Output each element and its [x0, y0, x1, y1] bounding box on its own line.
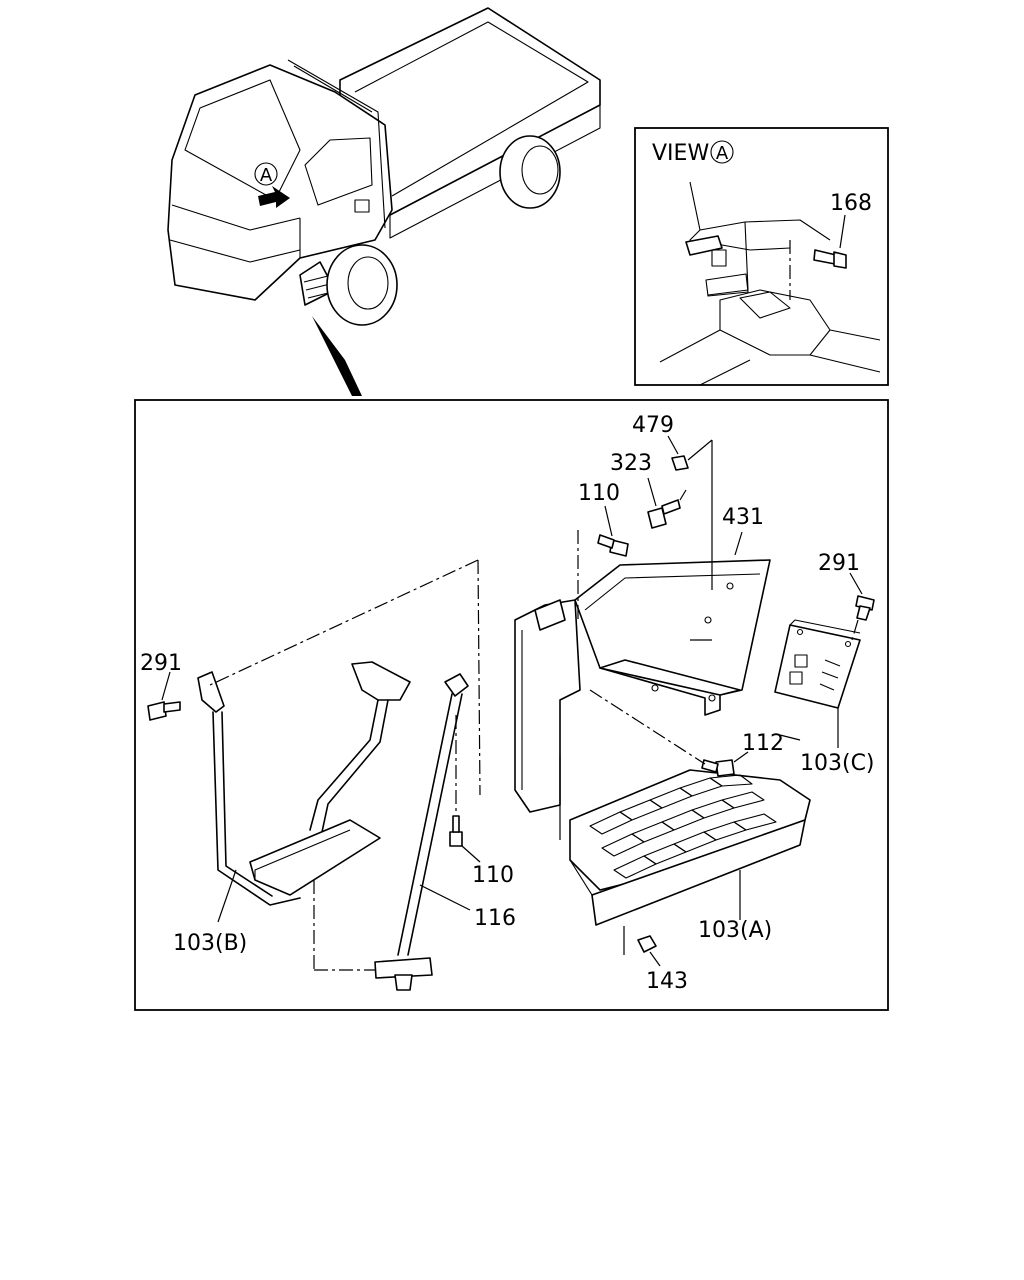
- callout-116: 116: [474, 906, 516, 931]
- truck-view-marker: A: [260, 165, 273, 186]
- bolt-291-left: 291: [140, 651, 182, 721]
- bolt-110-top: 110: [577, 481, 629, 620]
- bolt-291-right: 291: [818, 551, 875, 641]
- truck-overview: A: [167, 7, 601, 396]
- bolt-479: 479: [632, 413, 713, 471]
- view-a-title: VIEW: [652, 141, 709, 166]
- callout-168: 168: [830, 191, 872, 216]
- bolt-110-bottom: 110: [449, 715, 514, 888]
- panel-431: 431: [514, 440, 771, 813]
- callout-110-bottom: 110: [472, 863, 514, 888]
- callout-103c: 103(C): [800, 751, 875, 776]
- callout-103a: 103(A): [698, 918, 772, 943]
- bolt-112: 112: [589, 689, 801, 777]
- callout-323: 323: [610, 451, 652, 476]
- bracket-103b: 103(B): [173, 559, 481, 971]
- callout-291-right: 291: [818, 551, 860, 576]
- callout-112: 112: [742, 731, 784, 756]
- step-103a: 103(A): [559, 755, 811, 943]
- callout-110-top: 110: [578, 481, 620, 506]
- callout-431: 431: [722, 505, 764, 530]
- view-a-inset: VIEW A 168: [634, 127, 889, 386]
- callout-103b: 103(B): [173, 931, 247, 956]
- stay-116: 116: [374, 673, 516, 991]
- callout-479: 479: [632, 413, 674, 438]
- detail-box: 431 479 323 110: [134, 399, 889, 1011]
- callout-143: 143: [646, 969, 688, 994]
- nut-143: 143: [623, 926, 688, 994]
- callout-291-left: 291: [140, 651, 182, 676]
- bolt-323: 323: [610, 451, 687, 529]
- bracket-103c: 103(C): [774, 619, 875, 776]
- view-a-marker: A: [716, 143, 729, 164]
